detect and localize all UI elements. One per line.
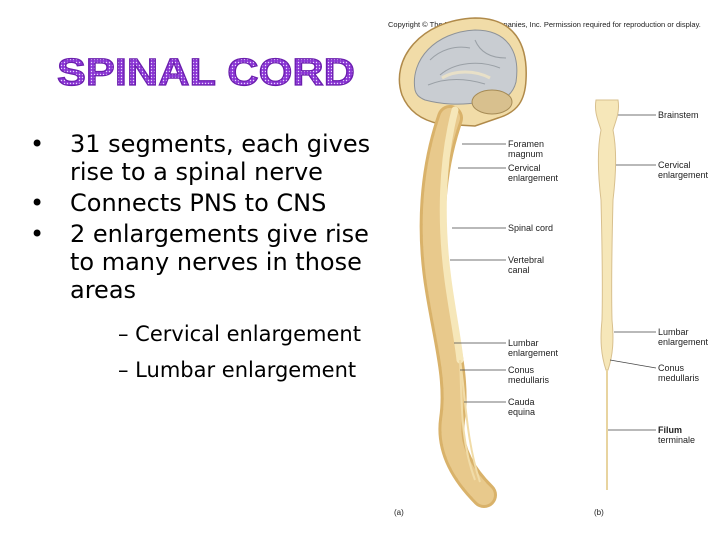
sub-bullet-list: – Cervical enlargement – Lumbar enlargem… [118,316,378,388]
isolated-cord-illustration [595,99,619,371]
panel-a: Foramen magnum Cervical enlargement Spin… [394,17,559,517]
caption-a: (a) [394,508,404,517]
label-lumbar-a: Lumbar [508,338,539,348]
label-cervical-b: Cervical [658,160,691,170]
leader-lines-b [608,114,657,431]
bullet-item: • Connects PNS to CNS [28,189,378,217]
label-cervical-enl-a: enlargement [508,173,559,183]
label-conus-a: Conus [508,365,535,375]
bullet-item: • 31 segments, each gives rise to a spin… [28,130,378,186]
bullet-text: Connects PNS to CNS [70,189,327,217]
spinal-cord-figure: Foramen magnum Cervical enlargement Spin… [394,17,709,517]
copyright-text: Copyright © The McGraw-Hill Companies, I… [388,20,701,29]
label-lumbar-enl-a: enlargement [508,348,559,358]
bullet-list: • 31 segments, each gives rise to a spin… [28,130,378,391]
sub-bullet-item: – Lumbar enlargement [118,358,357,382]
panel-b: Brainstem Cervical enlargement Lumbar en… [594,99,709,517]
bullet-text: 31 segments, each gives rise to a spinal… [70,130,371,186]
cerebellum [471,89,513,115]
bullet-item: • 2 enlargements give rise to many nerve… [28,220,378,388]
label-conus-b: Conus [658,363,685,373]
leader-lines-a [450,143,506,403]
bullet-marker: • [30,130,45,158]
brain-illustration [413,29,518,105]
bullet-marker: • [30,189,45,217]
label-foramen: Foramen [508,139,544,149]
spinal-cord-illustration [439,106,464,364]
sub-bullet-item: – Cervical enlargement [118,322,361,346]
label-spinal-cord: Spinal cord [508,223,553,233]
label-medullaris-a: medullaris [508,375,550,385]
label-vertebral: Vertebral [508,255,544,265]
label-lumbar-b: Lumbar [658,327,689,337]
label-medullaris-b: medullaris [658,373,700,383]
label-lumbar-enl-b: enlargement [658,337,709,347]
bullet-text: 2 enlargements give rise to many nerves … [70,220,369,304]
label-equina: equina [508,407,535,417]
slide-title: SPINAL CORD [56,51,355,94]
label-filum: Filum [658,425,682,435]
label-cervical-enl-b: enlargement [658,170,709,180]
bullet-marker: • [30,220,45,248]
label-cauda: Cauda [508,397,535,407]
label-cervical-a: Cervical [508,163,541,173]
label-brainstem: Brainstem [658,110,699,120]
label-canal: canal [508,265,530,275]
label-terminale: terminale [658,435,695,445]
caption-b: (b) [594,508,604,517]
title-text: SPINAL CORD [57,52,355,94]
label-magnum: magnum [508,149,543,159]
